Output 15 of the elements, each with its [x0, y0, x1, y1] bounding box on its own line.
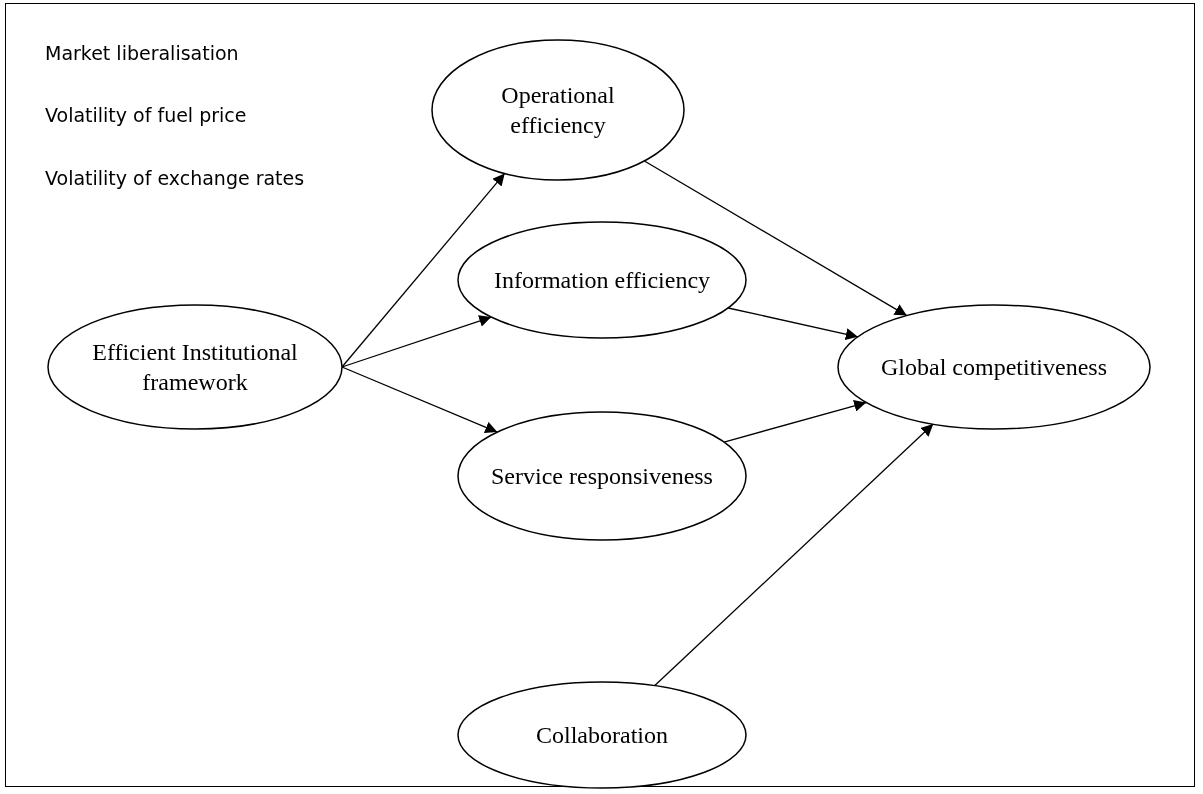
node-label: Service responsiveness [490, 462, 714, 491]
arrow [723, 400, 867, 443]
arrow [653, 423, 934, 687]
node-label: Collaboration [535, 721, 669, 750]
factor-text: Volatility of exchange rates [45, 167, 305, 189]
node-label: Operational efficiency [500, 81, 616, 140]
arrow [727, 307, 859, 341]
arrow [341, 315, 492, 368]
arrow [643, 160, 908, 317]
node-label: Global competitiveness [880, 353, 1108, 382]
factor-text: Market liberalisation [45, 42, 239, 64]
factor-text: Volatility of fuel price [45, 104, 247, 126]
node-label: Efficient Institutional framework [91, 338, 299, 397]
arrow [341, 172, 506, 368]
node-label: Information efficiency [492, 266, 712, 295]
